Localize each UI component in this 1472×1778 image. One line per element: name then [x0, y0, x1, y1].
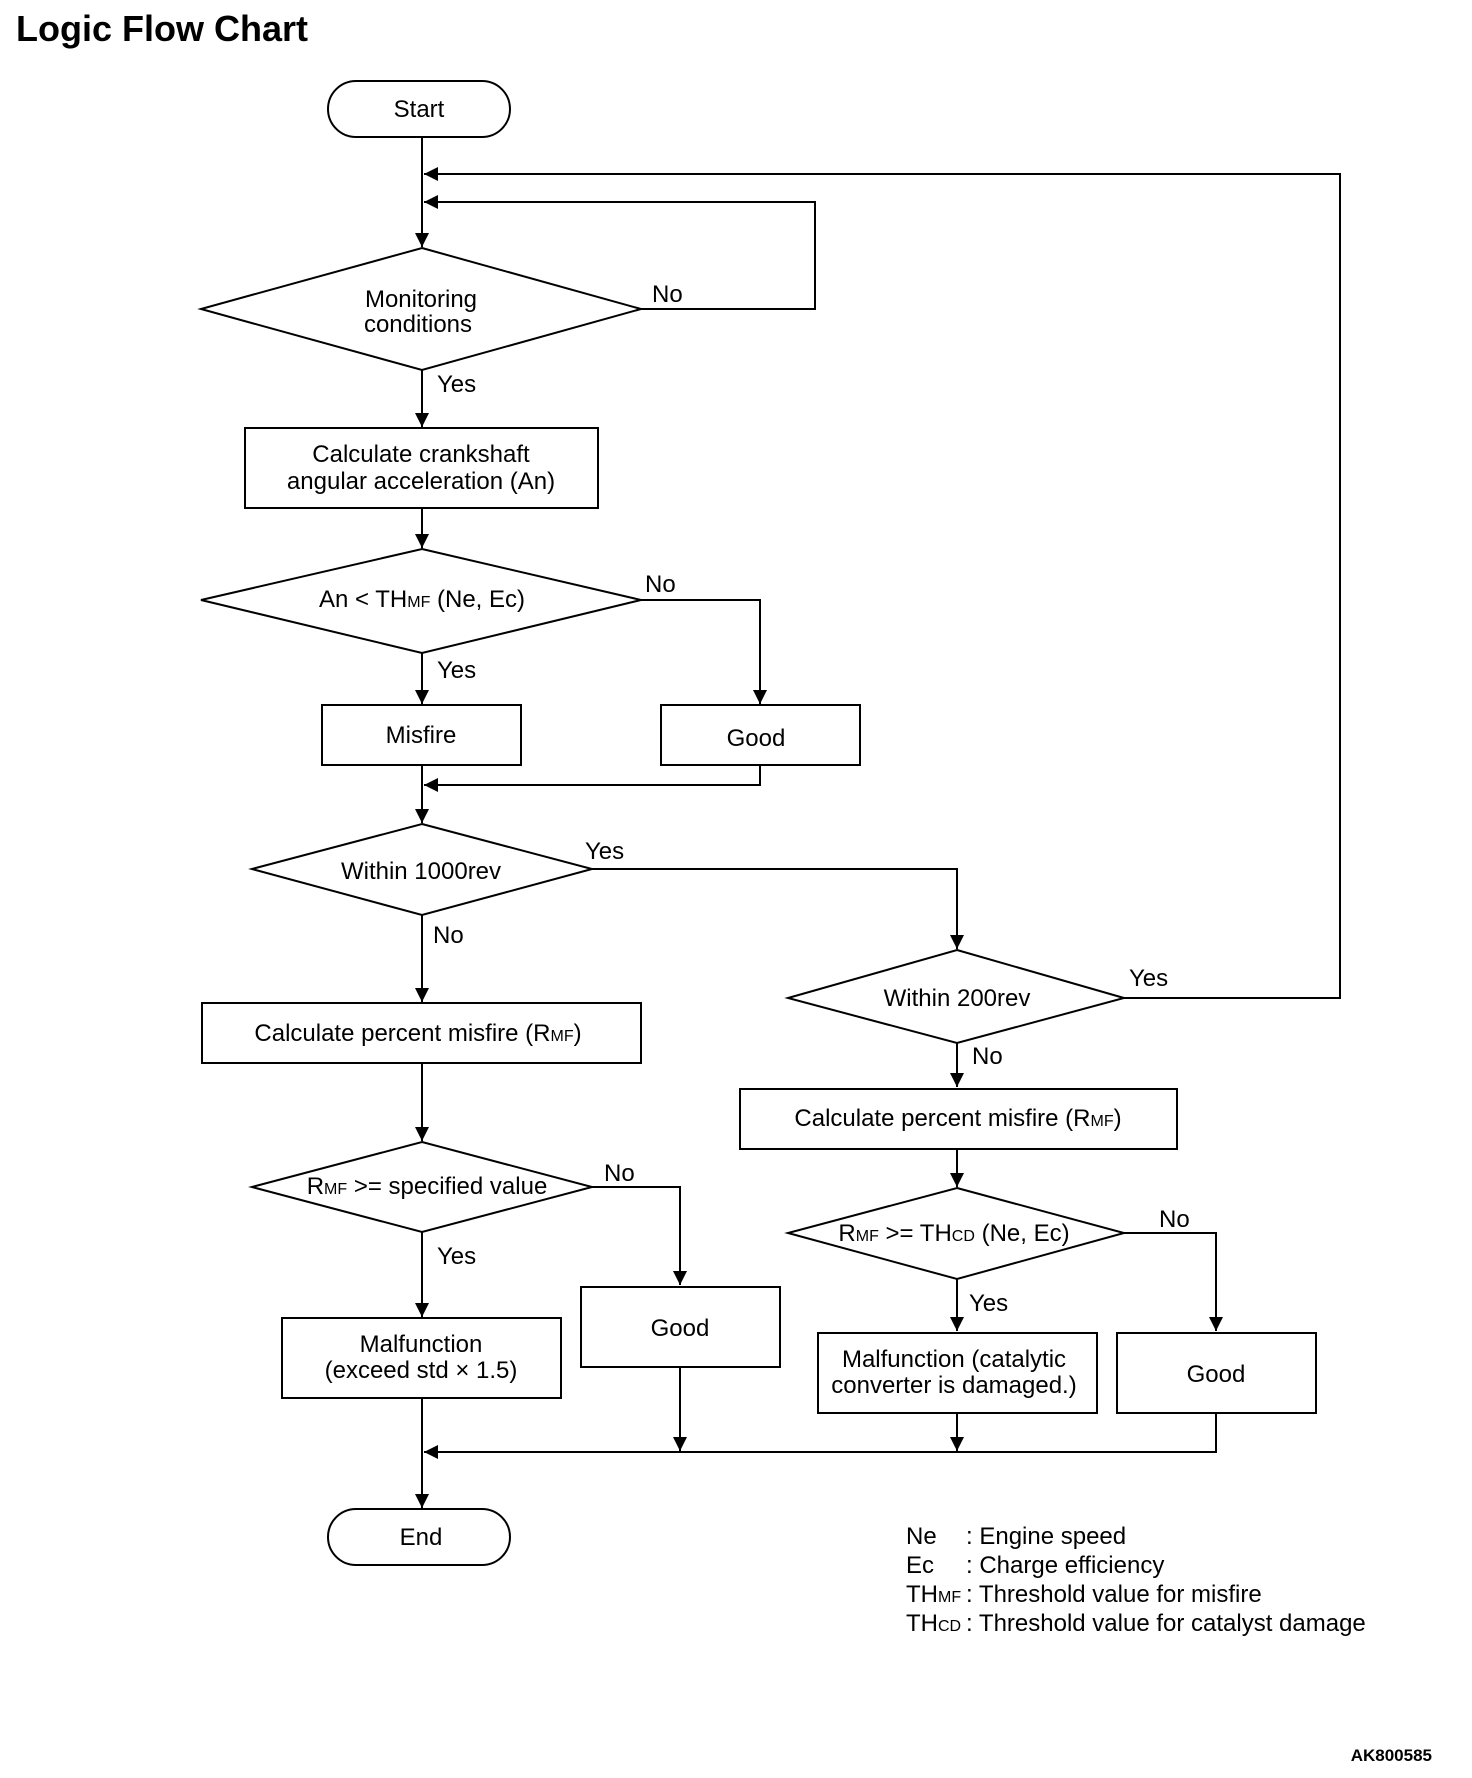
threshold-label: An < THMF (Ne, Ec): [319, 586, 525, 613]
monitoring-label-line2: conditions: [364, 311, 472, 338]
arrow-rmf-thcd-no: [1124, 1232, 1223, 1331]
arrow-within200-yes-loop: [424, 167, 1341, 999]
edge-label-no: No: [433, 922, 464, 949]
legend-description: : Engine speed: [966, 1523, 1126, 1550]
start-terminal: Start: [327, 80, 511, 138]
legend-description: : Charge efficiency: [966, 1552, 1164, 1579]
edge-labels: No Yes No Yes Yes No Yes No No Yes No Ye…: [433, 281, 1190, 1317]
decision-rmf-specified: RMF >= specified value: [248, 1140, 596, 1234]
edge-label-no: No: [972, 1043, 1003, 1070]
edge-label-no: No: [604, 1160, 635, 1187]
calc-accel-line1: Calculate crankshaft: [312, 441, 530, 468]
process-malfunction-std: Malfunction (exceed std × 1.5): [281, 1317, 562, 1399]
process-misfire: Misfire: [321, 704, 522, 766]
malf-std-line1: Malfunction: [360, 1331, 483, 1358]
calc-pct-1-label: Calculate percent misfire (RMF): [254, 1020, 581, 1047]
within200-label: Within 200rev: [884, 985, 1031, 1012]
edge-label-yes: Yes: [1129, 965, 1168, 992]
legend-symbol: Ne: [906, 1523, 937, 1550]
legend-symbol: THMF: [906, 1581, 961, 1608]
edge-label-no: No: [645, 571, 676, 598]
misfire-label: Misfire: [386, 722, 457, 749]
process-good-2: Good: [580, 1286, 781, 1368]
edge-label-no: No: [652, 281, 683, 308]
edge-label-yes: Yes: [585, 838, 624, 865]
process-calc-accel: Calculate crankshaft angular acceleratio…: [244, 427, 599, 509]
calc-accel-line2: angular acceleration (An): [287, 468, 555, 495]
decision-monitoring-conditions: Monitoring conditions: [197, 246, 645, 372]
malf-cat-line2: converter is damaged.): [831, 1372, 1076, 1399]
rmf-spec-label: RMF >= specified value: [307, 1173, 548, 1200]
process-malfunction-catalyst: Malfunction (catalytic converter is dama…: [817, 1332, 1098, 1414]
decision-rmf-thcd: RMF >= THCD (Ne, Ec): [784, 1186, 1128, 1281]
process-calc-pct-misfire-2: Calculate percent misfire (RMF): [739, 1088, 1178, 1150]
calc-pct-2-label: Calculate percent misfire (RMF): [794, 1105, 1121, 1132]
decision-an-threshold: An < THMF (Ne, Ec): [200, 547, 642, 655]
monitoring-label-line1: Monitoring: [365, 286, 477, 313]
malf-std-line2: (exceed std × 1.5): [325, 1357, 518, 1384]
legend-symbol: Ec: [906, 1552, 934, 1579]
end-label: End: [400, 1524, 443, 1551]
legend-description: : Threshold value for misfire: [966, 1581, 1262, 1608]
arrow-good-merge: [424, 765, 761, 792]
connectors: [415, 137, 1341, 1508]
decision-within-1000rev: Within 1000rev: [248, 822, 596, 917]
good-1-label: Good: [727, 725, 786, 752]
rmf-thcd-label: RMF >= THCD (Ne, Ec): [838, 1220, 1069, 1247]
decision-within-200rev: Within 200rev: [784, 948, 1128, 1045]
arrow-rmf-spec-no: [592, 1186, 687, 1285]
process-calc-pct-misfire-1: Calculate percent misfire (RMF): [201, 1002, 642, 1064]
within1000-label: Within 1000rev: [341, 858, 501, 885]
edge-label-yes: Yes: [969, 1290, 1008, 1317]
page-title: Logic Flow Chart: [16, 8, 308, 49]
edge-label-yes: Yes: [437, 1243, 476, 1270]
good-3-label: Good: [1187, 1361, 1246, 1388]
start-label: Start: [394, 96, 445, 123]
legend-description: : Threshold value for catalyst damage: [966, 1610, 1366, 1637]
arrow-threshold-no: [641, 599, 767, 704]
edge-label-yes: Yes: [437, 657, 476, 684]
arrow-within1000-yes: [592, 868, 964, 949]
process-good-3: Good: [1116, 1332, 1317, 1414]
arrow-merge-to-end: [424, 1413, 1217, 1459]
arrow-monitoring-no-loop: [424, 195, 816, 310]
document-code: AK800585: [1350, 1746, 1432, 1765]
edge-label-no: No: [1159, 1206, 1190, 1233]
end-terminal: End: [327, 1508, 511, 1566]
legend-symbol: THCD: [906, 1610, 961, 1637]
process-good-1: Good: [660, 704, 861, 766]
edge-label-yes: Yes: [437, 371, 476, 398]
malf-cat-line1: Malfunction (catalytic: [842, 1346, 1066, 1373]
good-2-label: Good: [651, 1315, 710, 1342]
